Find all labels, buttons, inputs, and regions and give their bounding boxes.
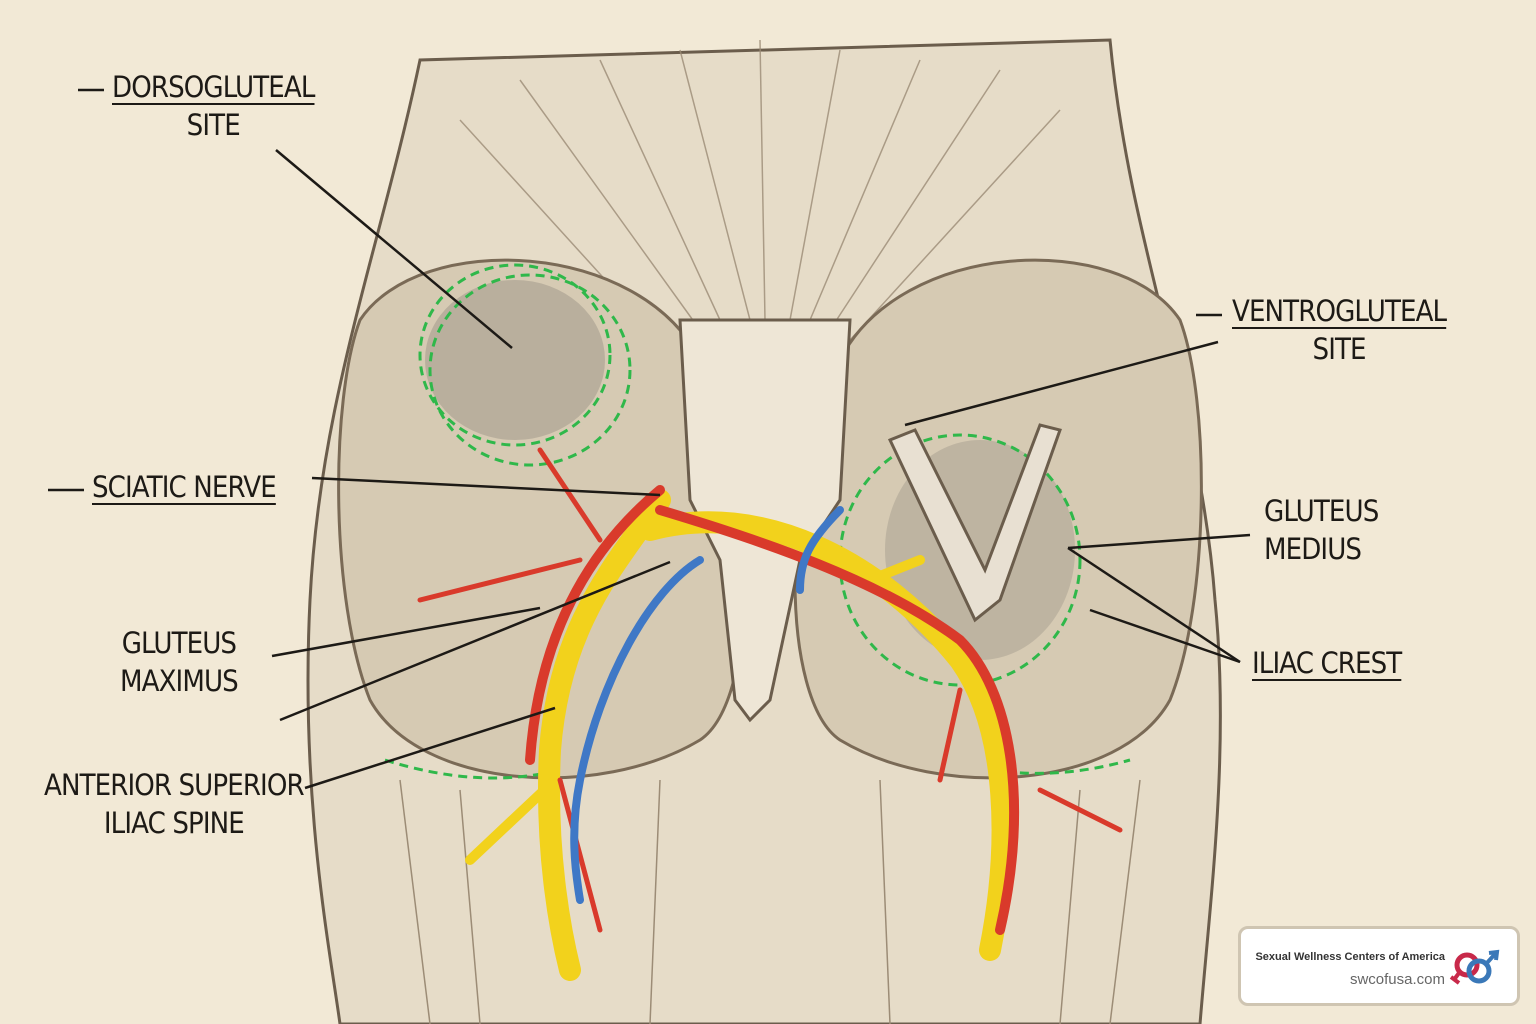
logo-url: swcofusa.com: [1349, 971, 1445, 988]
sciatic-nerve-label: SCIATIC NERVE: [92, 470, 277, 504]
ventrogluteal-site-label: VENTROGLUTEAL SITE: [1232, 292, 1447, 368]
veins: [570, 506, 844, 904]
asis-line2: ILIAC SPINE: [103, 806, 245, 840]
asis-line1: ANTERIOR SUPERIOR: [44, 768, 305, 802]
dorsogluteal-label-line1: DORSOGLUTEAL: [112, 70, 315, 104]
iliac-crest-label: ILIAC CREST: [1252, 646, 1402, 680]
dorsogluteal-site-label: DORSOGLUTEAL SITE: [112, 68, 315, 144]
ventrogluteal-label-line2: SITE: [1312, 332, 1367, 366]
sciatic-nerves: [465, 489, 1014, 981]
dorsogluteal-label-line2: SITE: [186, 108, 241, 142]
gluteus-maximus-label: GLUTEUS MAXIMUS: [120, 624, 239, 700]
dorsogluteal-shaded-area: [425, 280, 605, 440]
swcofusa-logo-badge: Sexual Wellness Centers of America swcof…: [1238, 926, 1520, 1006]
back-muscles: [459, 39, 1061, 341]
v-hand-placement: [887, 423, 1062, 623]
logo-name: Sexual Wellness Centers of America: [1255, 951, 1445, 963]
ventrogluteal-label-line1: VENTROGLUTEAL: [1232, 294, 1447, 328]
gluteus-maximus-line1: GLUTEUS: [121, 626, 237, 660]
thigh-muscles: [399, 779, 1141, 1024]
gluteus-medius-line1: GLUTEUS: [1264, 494, 1379, 528]
gender-symbols-icon: [1449, 949, 1500, 985]
arteries: [417, 447, 1123, 935]
gluteus-medius-line2: MEDIUS: [1264, 532, 1362, 566]
gluteus-maximus-line2: MAXIMUS: [120, 664, 239, 698]
gluteus-medius-label: GLUTEUS MEDIUS: [1264, 492, 1379, 568]
asis-label: ANTERIOR SUPERIOR ILIAC SPINE: [44, 766, 305, 842]
leader-lines: [48, 88, 1251, 790]
